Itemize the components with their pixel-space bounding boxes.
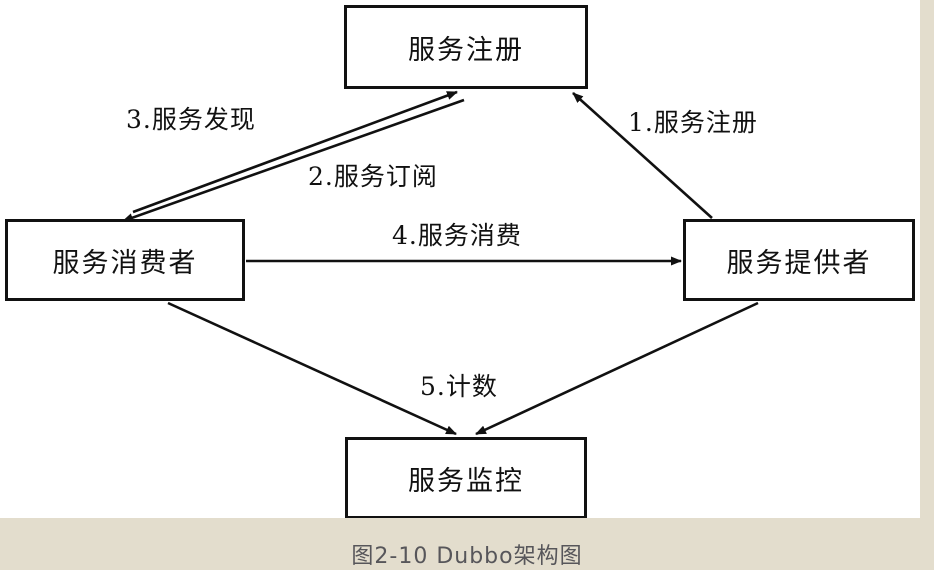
edge-count-from-consumer <box>167 301 457 436</box>
edge-count-from-provider <box>475 301 759 436</box>
page-right-margin <box>920 0 934 518</box>
node-label-service-consumer: 服务消费者 <box>52 247 198 279</box>
node-service-monitor: 服务监控 <box>345 437 587 519</box>
node-service-provider: 服务提供者 <box>683 219 915 301</box>
edge-label-count: 5.计数 <box>420 372 498 401</box>
edge-label-service-consume: 4.服务消费 <box>392 221 522 250</box>
edge-label-service-register: 1.服务注册 <box>628 108 758 137</box>
node-service-consumer: 服务消费者 <box>5 219 245 301</box>
edge-service-register <box>572 92 713 219</box>
node-label-service-registry: 服务注册 <box>408 34 524 66</box>
edge-service-discover <box>122 98 465 223</box>
caption-band <box>0 518 934 570</box>
edge-service-subscribe <box>132 90 458 214</box>
edge-label-service-subscribe: 2.服务订阅 <box>308 162 438 191</box>
figure-caption: 图2-10 Dubbo架构图 <box>351 544 583 569</box>
node-service-registry: 服务注册 <box>344 5 588 89</box>
node-label-service-provider: 服务提供者 <box>726 247 872 279</box>
node-label-service-monitor: 服务监控 <box>408 465 524 497</box>
edge-label-service-discover: 3.服务发现 <box>126 105 256 134</box>
